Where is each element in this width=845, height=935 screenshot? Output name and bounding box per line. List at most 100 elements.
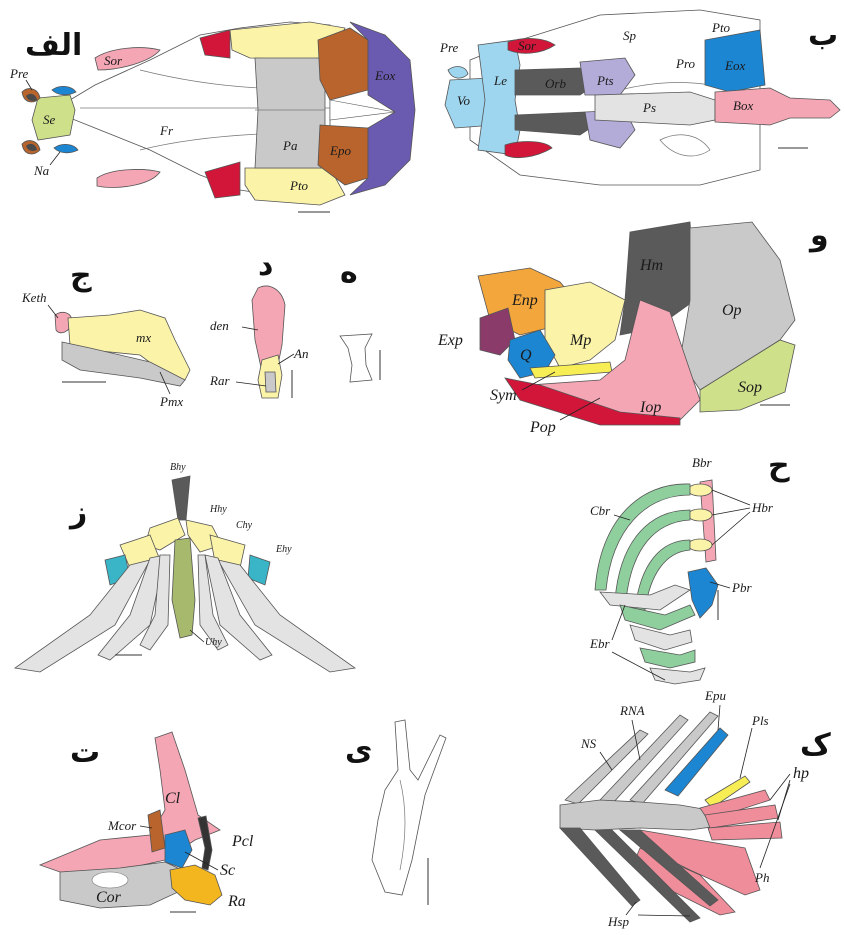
label-den: den	[210, 318, 229, 333]
label-hp: hp	[793, 765, 809, 782]
label-cl: Cl	[165, 790, 181, 807]
label-be-pre: Pre	[439, 40, 459, 55]
panel-ze: ز Bhy Hhy Chy Ehy Uhy	[15, 462, 355, 672]
label-pto: Pto	[289, 178, 309, 193]
panel-te: ت Cl Mcor Pcl Sc Cor Ra	[40, 732, 254, 912]
label-sop: Sop	[738, 379, 762, 396]
retroarticular	[265, 372, 276, 392]
label-be-sor: Sor	[518, 38, 537, 53]
urohyal	[172, 538, 195, 638]
label-be-pto: Pto	[711, 20, 731, 35]
label-hhy: Hhy	[209, 504, 227, 515]
basihyal	[172, 476, 190, 520]
small-bone	[340, 334, 372, 382]
label-eox: Eox	[374, 68, 395, 83]
panel-vav: و Hm Enp Exp Mp Op Q Sym Pop Iop Sop	[437, 218, 829, 436]
nasal-lower	[54, 144, 78, 152]
metapterygoid	[545, 282, 625, 368]
label-keth: Keth	[21, 290, 47, 305]
panel-letter-dal: د	[258, 248, 273, 283]
label-be-ps: Ps	[642, 100, 656, 115]
label-chy: Chy	[236, 520, 253, 531]
label-be-pro: Pro	[675, 56, 696, 71]
panel-jim: ج Keth mx Pmx	[21, 258, 190, 409]
label-pop: Pop	[529, 419, 556, 436]
label-exp: Exp	[437, 332, 463, 349]
radials	[170, 865, 222, 905]
panel-ye: ی	[345, 720, 446, 905]
epibranchial-4	[640, 648, 695, 668]
label-iop: Iop	[639, 399, 661, 416]
label-hbr: Hbr	[751, 500, 774, 515]
label-be-box: Box	[733, 98, 753, 113]
label-mcor: Mcor	[107, 818, 137, 833]
vertebral-column	[560, 800, 725, 830]
panel-he2: ح Bbr Cbr Hbr Pbr Ebr	[589, 448, 790, 684]
label-mp: Mp	[569, 332, 591, 349]
label-pls: Pls	[751, 713, 769, 728]
label-ra: Ra	[227, 893, 246, 910]
label-cor: Cor	[96, 889, 122, 906]
label-epo: Epo	[329, 143, 351, 158]
label-hm: Hm	[639, 257, 663, 274]
label-uhy: Uhy	[205, 637, 222, 648]
lateral-ethmoid	[478, 40, 520, 155]
label-epu: Epu	[704, 688, 726, 703]
label-pre: Pre	[9, 66, 29, 81]
panel-letter-ze: ز	[68, 495, 87, 530]
label-op: Op	[722, 302, 742, 319]
label-sym: Sym	[490, 387, 517, 404]
panel-letter-be: ب	[808, 18, 838, 53]
label-be-le: Le	[493, 73, 507, 88]
panel-letter-vav: و	[808, 218, 829, 253]
panel-letter-he2: ح	[768, 448, 790, 483]
label-pa: Pa	[282, 138, 298, 153]
panel-alef: الف Pre Sor	[9, 22, 415, 212]
label-hsp: Hsp	[607, 914, 629, 929]
label-sor: Sor	[104, 53, 123, 68]
haemal-spine-1	[560, 828, 640, 906]
label-ehy: Ehy	[275, 544, 292, 555]
suborbital-lower	[97, 170, 160, 188]
label-bbr: Bbr	[692, 455, 712, 470]
label-an: An	[293, 346, 308, 361]
panel-dal: د den An Rar	[209, 248, 308, 398]
label-be-orb: Orb	[545, 76, 566, 91]
label-pbr: Pbr	[731, 580, 752, 595]
hypobranchial-1	[688, 484, 712, 496]
panel-kaf: ک RNA Epu NS Pls hp Ph Hsp	[560, 688, 831, 929]
cleithrum	[40, 732, 220, 872]
panel-letter-ye: ی	[345, 733, 373, 768]
label-cbr: Cbr	[590, 503, 611, 518]
label-pmx: Pmx	[159, 394, 183, 409]
nasal-upper	[52, 86, 76, 94]
panel-letter-kaf: ک	[800, 728, 831, 763]
label-rna: RNA	[619, 703, 645, 718]
label-enp: Enp	[511, 292, 538, 309]
panel-he: ه	[340, 255, 380, 382]
label-pcl: Pcl	[231, 833, 254, 850]
panel-letter-jim: ج	[70, 258, 92, 293]
hypobranchial-3	[688, 539, 712, 551]
pre-ventral	[448, 67, 468, 79]
panel-be: ب Pre Sor Sp Pto Le Orb Pts Pro Eo	[439, 10, 840, 185]
label-be-eox: Eox	[724, 58, 745, 73]
label-mx: mx	[136, 330, 151, 345]
panel-letter-alef: الف	[25, 28, 82, 63]
label-be-vo: Vo	[457, 93, 471, 108]
label-ebr: Ebr	[589, 636, 610, 651]
label-fr: Fr	[159, 123, 174, 138]
hypobranchial-2	[688, 509, 712, 521]
label-ns: NS	[580, 736, 597, 751]
label-sc: Sc	[220, 862, 235, 879]
label-be-sp: Sp	[623, 28, 637, 43]
epiotic-upper	[318, 28, 368, 100]
label-ph: Ph	[754, 870, 769, 885]
label-rar: Rar	[209, 373, 230, 388]
label-bhy: Bhy	[170, 462, 186, 473]
label-se: Se	[43, 112, 56, 127]
panel-letter-he: ه	[340, 255, 358, 290]
label-be-pts: Pts	[596, 73, 614, 88]
slender-bone	[372, 720, 446, 895]
